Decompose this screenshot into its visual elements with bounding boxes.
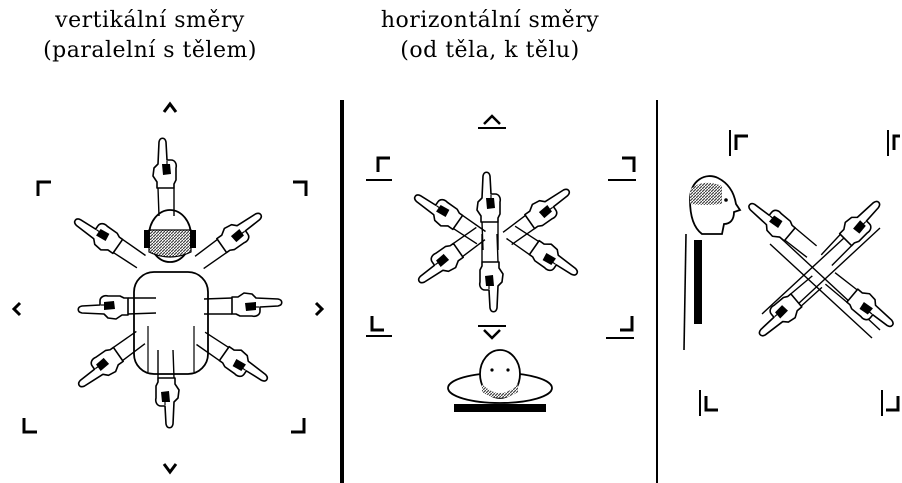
- pointing-hand-icon: [505, 221, 582, 285]
- corner-bracket-icon: [293, 182, 306, 196]
- corner-bracket-icon: [882, 390, 898, 416]
- pointing-hand-icon: [744, 194, 819, 262]
- corner-bracket-icon: [366, 316, 392, 336]
- corner-bracket-icon: [291, 418, 304, 432]
- corner-bracket-icon: [38, 182, 51, 196]
- head-icon: [684, 176, 740, 350]
- corner-bracket-icon: [608, 158, 636, 180]
- pointing-hand-icon: [824, 268, 899, 336]
- corner-bracket-icon: [366, 158, 392, 180]
- arrowhead-icon: [14, 303, 20, 315]
- arrowhead-icon: [164, 464, 176, 472]
- arrowhead-icon: [316, 303, 322, 315]
- pointing-hand-icon: [192, 207, 269, 271]
- torso-icon: [134, 272, 208, 374]
- corner-bracket-icon: [888, 130, 900, 156]
- corner-bracket-icon: [730, 130, 748, 156]
- horizontal-panel: [366, 116, 636, 412]
- head-icon: [448, 350, 552, 412]
- corner-bracket-icon: [700, 390, 718, 416]
- head-icon: [144, 210, 196, 262]
- panel-divider: [656, 100, 658, 483]
- arrowhead-icon: [164, 104, 176, 112]
- panel-divider: [340, 100, 344, 483]
- pointing-hand-icon: [204, 293, 282, 316]
- pointing-hand-icon: [410, 185, 487, 249]
- pointing-hand-icon: [70, 209, 147, 273]
- corner-bracket-icon: [606, 316, 634, 338]
- pointing-hand-icon: [817, 196, 888, 267]
- corner-bracket-icon: [24, 418, 37, 432]
- pointing-hand-icon: [500, 183, 577, 247]
- side-view-panel: [684, 130, 900, 416]
- pointing-hand-icon: [411, 226, 488, 290]
- vertical-panel: [14, 104, 322, 472]
- pointing-hand-icon: [153, 138, 176, 216]
